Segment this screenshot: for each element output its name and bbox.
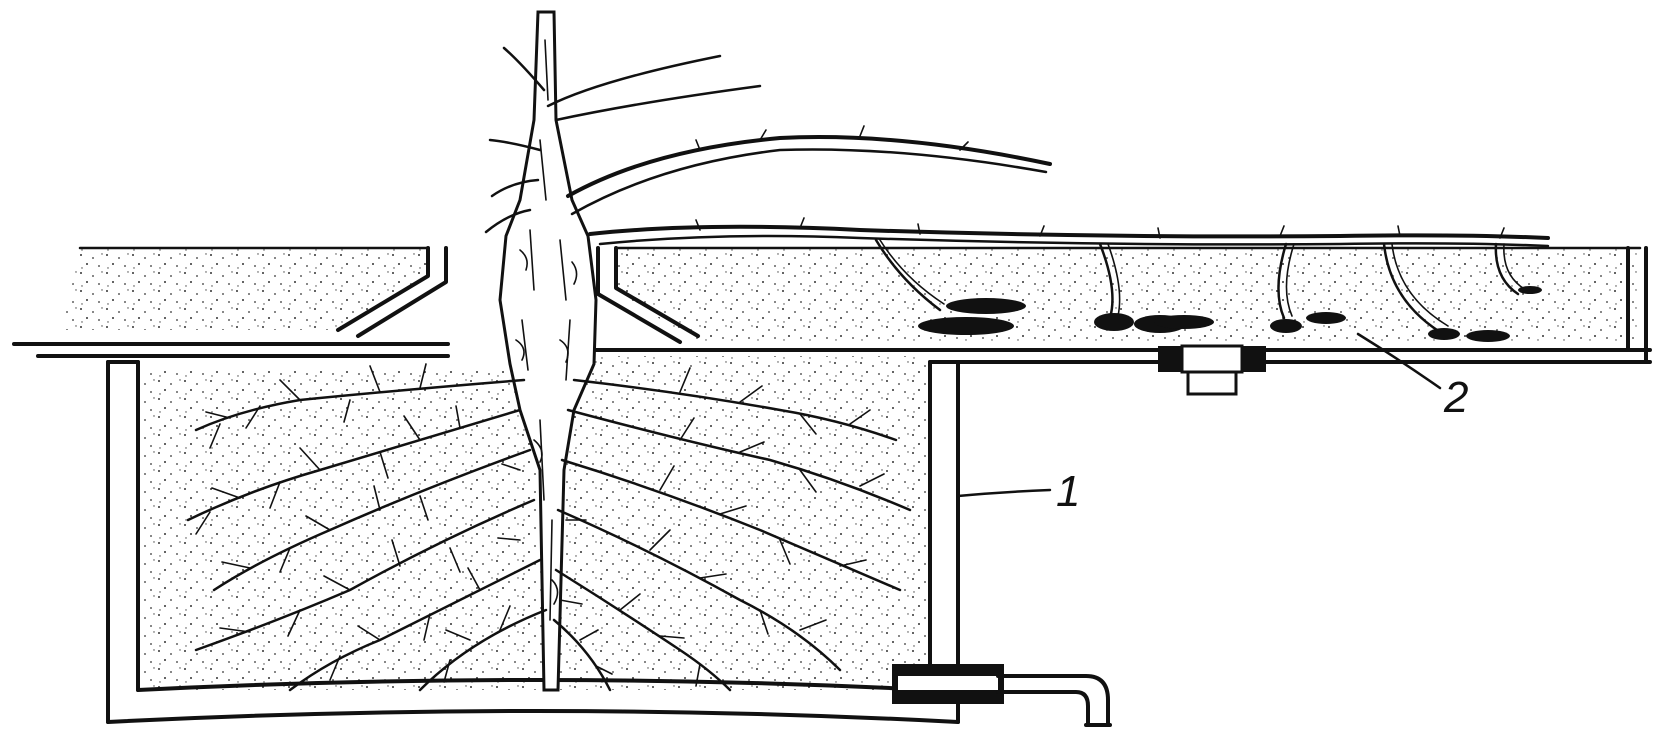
label-container-number: 1 xyxy=(1056,467,1080,516)
label-tray-number: 2 xyxy=(1443,373,1468,422)
tray-soil-left xyxy=(62,248,428,330)
label-tray-group: 2 xyxy=(1358,334,1468,422)
tray-drain-fitting xyxy=(1158,346,1266,394)
plant-branches xyxy=(486,48,1548,246)
label-container-group: 1 xyxy=(958,467,1080,516)
container-outlet-pipe xyxy=(892,664,1110,725)
lower-container xyxy=(108,356,1110,725)
